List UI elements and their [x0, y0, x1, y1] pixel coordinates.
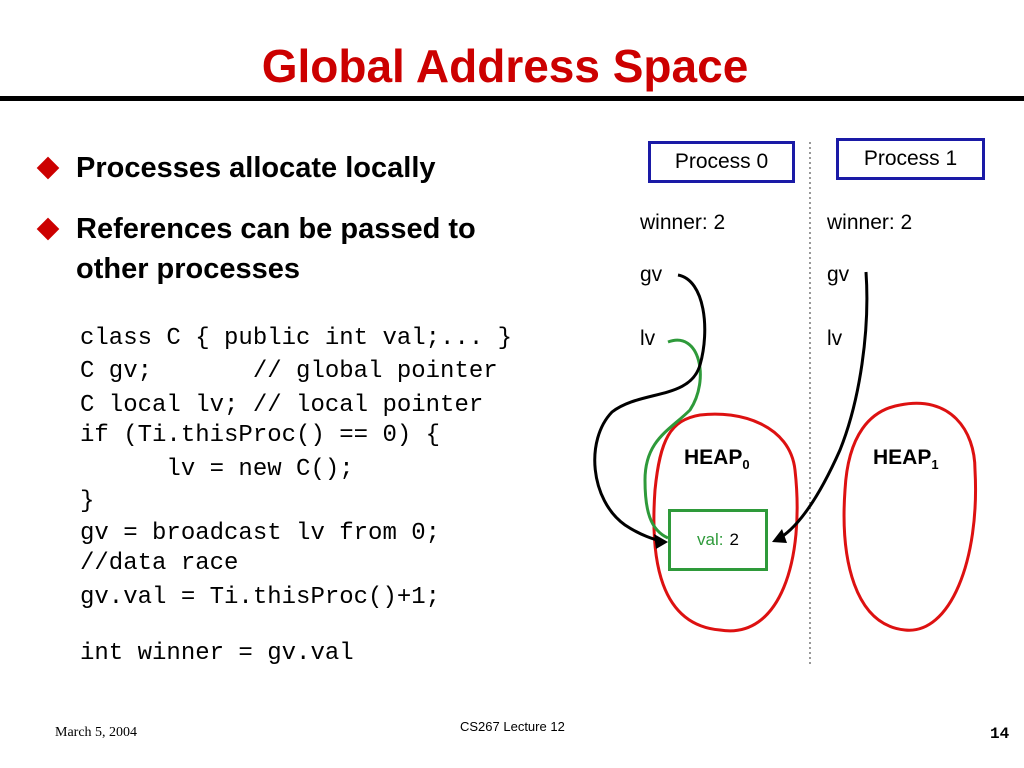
gv-pointer-arrow-process-1: [779, 271, 869, 540]
heap-0-label: HEAP0: [684, 446, 750, 472]
code-line-2: C gv; // global pointer: [80, 358, 498, 385]
process-0-winner: winner: 2: [640, 211, 726, 234]
heap-0-outline: [652, 412, 799, 633]
code-line-4: if (Ti.thisProc() == 0) {: [80, 422, 441, 449]
bullet-2: References can be passed to other proces…: [36, 209, 560, 289]
bullet-1: Processes allocate locally: [36, 148, 560, 188]
code-line-9: gv.val = Ti.thisProc()+1;: [80, 584, 441, 611]
heap-object-box: val: 2: [668, 509, 768, 571]
gv-pointer-arrow-process-0: [593, 273, 707, 543]
title-divider: [0, 96, 1024, 101]
code-line-3: C local lv; // local pointer: [80, 392, 484, 419]
bullet-2-line-2: other processes: [76, 253, 301, 285]
code-line-5: lv = new C();: [80, 456, 354, 483]
process-1-gv: gv: [827, 263, 850, 286]
bullet-1-text: Processes allocate locally: [76, 152, 436, 184]
object-field-name: val:: [697, 530, 724, 549]
heap-1-label: HEAP1: [873, 446, 939, 472]
code-line-6: }: [80, 488, 95, 515]
process-1-lv: lv: [827, 327, 843, 350]
gv-pointer-arrowhead-process-0: [654, 534, 668, 549]
process-1-label: Process 1: [863, 147, 958, 170]
code-line-8: //data race: [80, 550, 239, 577]
footer-course: CS267 Lecture 12: [460, 719, 565, 734]
bullet-2-line-1: References can be passed to: [76, 213, 476, 245]
process-1-box: Process 1: [836, 138, 985, 180]
process-0-box: Process 0: [648, 141, 795, 183]
lv-pointer-arrow: [643, 338, 702, 540]
code-line-1: class C { public int val;... }: [80, 325, 513, 352]
code-line-7: gv = broadcast lv from 0;: [80, 520, 441, 547]
gv-pointer-arrowhead-process-1: [772, 529, 787, 543]
object-field-value: 2: [729, 530, 739, 549]
process-0-lv: lv: [640, 327, 656, 350]
process-1-winner: winner: 2: [827, 211, 913, 234]
footer-date: March 5, 2004: [55, 725, 138, 740]
slide-title: Global Address Space: [261, 40, 749, 92]
heap-1-outline: [842, 401, 978, 632]
code-line-10: int winner = gv.val: [80, 640, 354, 667]
process-0-gv: gv: [640, 263, 663, 286]
page-number: 14: [990, 725, 1010, 743]
process-0-label: Process 0: [674, 150, 769, 173]
